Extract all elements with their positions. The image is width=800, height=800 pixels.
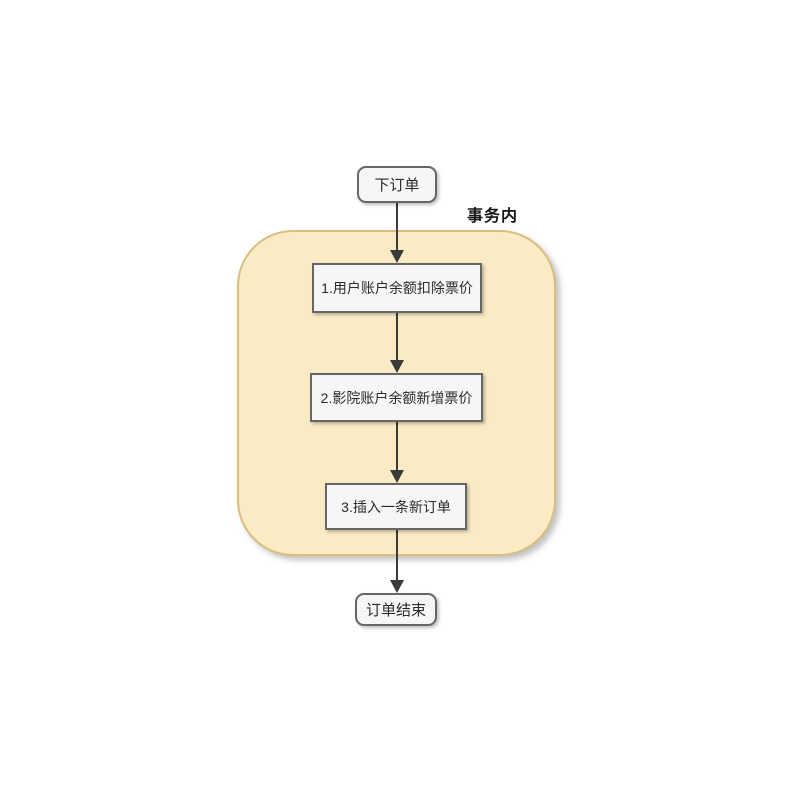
arrow-line — [396, 203, 398, 251]
process-step-2: 2.影院账户余额新增票价 — [310, 373, 483, 422]
transaction-container-label: 事务内 — [467, 208, 519, 225]
arrow-line — [396, 422, 398, 471]
process-step-3-label: 3.插入一条新订单 — [341, 498, 451, 515]
arrowhead-icon — [390, 580, 404, 593]
arrow-line — [396, 530, 398, 581]
end-node: 订单结束 — [355, 593, 437, 626]
arrowhead-icon — [390, 470, 404, 483]
arrow-line — [396, 313, 398, 361]
process-step-2-label: 2.影院账户余额新增票价 — [320, 389, 473, 406]
process-step-1-label: 1.用户账户余额扣除票价 — [321, 280, 473, 296]
end-node-label: 订单结束 — [365, 602, 426, 619]
start-node: 下订单 — [357, 166, 437, 203]
process-step-3: 3.插入一条新订单 — [325, 483, 467, 530]
start-node-label: 下订单 — [374, 177, 420, 194]
arrowhead-icon — [390, 250, 404, 263]
process-step-1: 1.用户账户余额扣除票价 — [312, 263, 482, 313]
arrowhead-icon — [390, 360, 404, 373]
